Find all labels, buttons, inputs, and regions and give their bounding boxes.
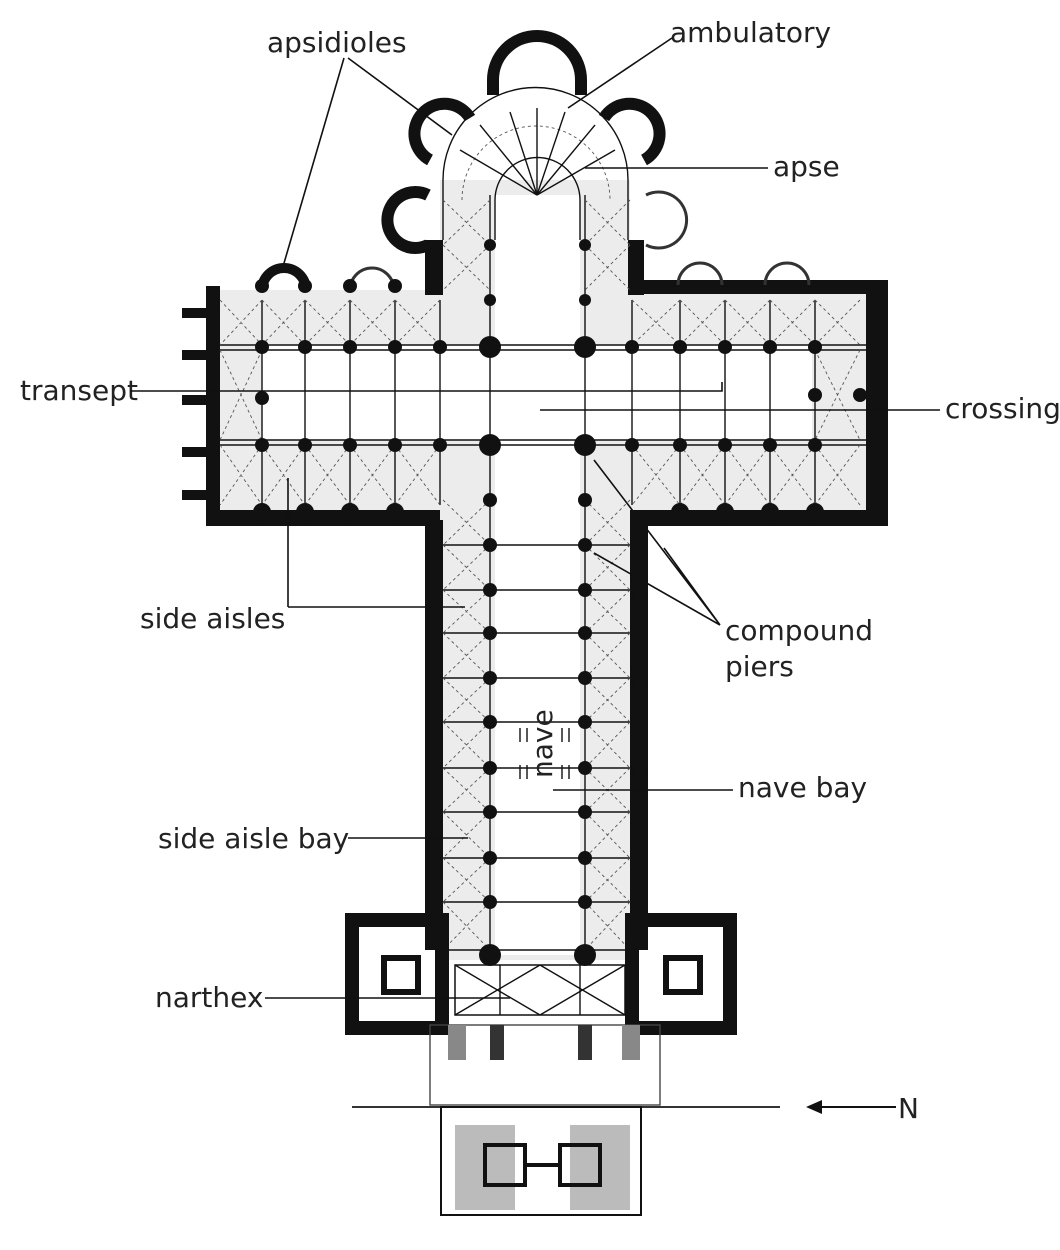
label-side-aisle-bay: side aisle bay — [158, 822, 468, 855]
label-ambulatory: ambulatory — [567, 16, 831, 109]
narthex-label: narthex — [155, 981, 263, 1014]
north-label: N — [898, 1092, 919, 1125]
transept-leader — [130, 382, 723, 392]
compound-label: compound — [725, 614, 873, 647]
plan-body — [182, 30, 888, 1216]
nave-label: nave — [526, 709, 559, 778]
compound-piers-leader — [593, 459, 721, 626]
apse-label: apse — [773, 150, 840, 183]
side-aisles-label: side aisles — [140, 602, 285, 635]
porch-block — [440, 1106, 642, 1216]
label-compound-piers: compound piers — [593, 459, 873, 683]
pier-dots — [253, 239, 867, 966]
label-transept: transept — [20, 374, 723, 407]
side-aisles-leader — [287, 478, 465, 608]
label-apsidioles: apsidioles — [267, 26, 453, 271]
piers-label: piers — [725, 650, 794, 683]
nave-bay-label: nave bay — [738, 771, 867, 804]
north-arrow-head — [806, 1100, 822, 1114]
crossing-label: crossing — [945, 392, 1060, 425]
label-nave-bay: nave bay — [553, 771, 867, 804]
apsidioles-label: apsidioles — [267, 26, 407, 59]
ambulatory-label: ambulatory — [670, 16, 831, 49]
ambulatory-leader — [567, 37, 673, 109]
label-side-aisles: side aisles — [140, 478, 465, 635]
label-crossing: crossing — [540, 392, 1060, 425]
label-nave: nave — [526, 709, 559, 778]
north-arrow: N — [806, 1092, 919, 1125]
label-apse: apse — [585, 150, 840, 183]
label-narthex: narthex — [155, 981, 510, 1014]
side-aisle-bay-label: side aisle bay — [158, 822, 349, 855]
transept-label: transept — [20, 374, 138, 407]
narthex-block — [345, 913, 737, 1106]
apsidioles-leader — [281, 57, 453, 271]
